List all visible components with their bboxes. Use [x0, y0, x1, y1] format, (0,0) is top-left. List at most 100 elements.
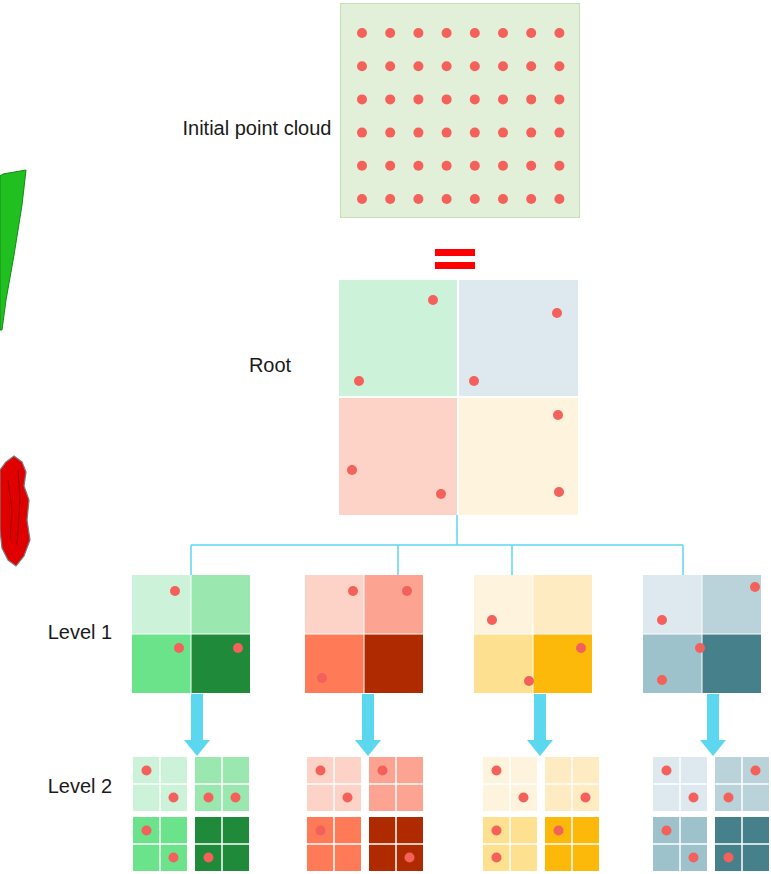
point — [405, 853, 415, 863]
point-cloud-box: Initial point cloud — [340, 3, 580, 218]
green-shape — [0, 170, 26, 330]
cell-divider — [653, 843, 707, 845]
sub-cell — [307, 817, 361, 871]
point — [343, 793, 353, 803]
root-quadrants — [339, 280, 578, 515]
sub-cell — [483, 817, 537, 871]
quadrant — [305, 575, 364, 634]
red-shape — [0, 456, 30, 566]
quadrant — [459, 280, 578, 396]
level1-cell — [643, 575, 761, 693]
cell-divider — [195, 843, 249, 845]
level2-cell — [653, 757, 707, 811]
level-label: Level 2 — [48, 774, 113, 798]
point — [354, 376, 364, 386]
point — [413, 94, 423, 104]
point — [348, 586, 358, 596]
cell-divider — [483, 783, 537, 785]
quadrant — [459, 398, 578, 515]
point — [170, 586, 180, 596]
level2-cell — [195, 757, 249, 811]
sub-cell — [195, 757, 249, 811]
down-arrow — [700, 694, 726, 756]
tree-line — [511, 545, 513, 575]
point — [526, 194, 536, 204]
point — [385, 94, 395, 104]
level2-cell — [483, 817, 537, 871]
cloud-points — [357, 28, 564, 204]
quadrant — [474, 635, 533, 694]
point — [436, 489, 446, 499]
tree-line — [191, 544, 683, 546]
point — [385, 128, 395, 138]
down-arrow — [355, 694, 381, 756]
level2-cell — [369, 757, 423, 811]
point — [316, 826, 326, 836]
cell-divider — [653, 783, 707, 785]
quadrant — [132, 635, 191, 694]
quadrant — [339, 398, 457, 515]
sub-cell — [715, 817, 769, 871]
point — [526, 94, 536, 104]
point — [553, 410, 563, 420]
point — [469, 376, 479, 386]
point — [724, 793, 734, 803]
point — [204, 853, 214, 863]
sub-cell — [195, 817, 249, 871]
point — [526, 28, 536, 38]
equals-bar — [435, 262, 475, 269]
point — [378, 766, 388, 776]
tree-line — [682, 545, 684, 575]
point — [442, 194, 452, 204]
sub-cell — [545, 757, 599, 811]
point — [554, 128, 564, 138]
point — [470, 61, 480, 71]
sub-cell — [653, 817, 707, 871]
point — [662, 766, 672, 776]
point — [385, 61, 395, 71]
level2-cell — [653, 817, 707, 871]
cell-divider — [307, 783, 361, 785]
point — [724, 853, 734, 863]
cell-divider — [133, 843, 187, 845]
point — [526, 161, 536, 171]
point — [519, 793, 529, 803]
point — [487, 615, 497, 625]
sub-cell — [369, 817, 423, 871]
point — [385, 194, 395, 204]
cell-divider — [369, 843, 423, 845]
root-points — [347, 295, 564, 499]
point — [554, 61, 564, 71]
point — [233, 643, 243, 653]
red-shape-detail — [8, 470, 20, 545]
quadrant — [643, 635, 702, 694]
point — [317, 673, 327, 683]
sub-cell — [369, 757, 423, 811]
point — [526, 61, 536, 71]
point — [657, 675, 667, 685]
point — [470, 161, 480, 171]
cell-divider — [715, 843, 769, 845]
level2-cell — [133, 757, 187, 811]
point — [174, 643, 184, 653]
tree-line — [190, 545, 192, 575]
point — [385, 28, 395, 38]
point — [357, 94, 367, 104]
quadrant — [192, 575, 251, 634]
cloud-ground — [340, 3, 580, 218]
level2-cell — [307, 817, 361, 871]
level2-cell — [715, 817, 769, 871]
root-box: Root — [339, 280, 578, 515]
point — [385, 161, 395, 171]
node-heading: Initial point cloud — [182, 116, 332, 140]
quadrant — [365, 575, 424, 634]
quadrant — [339, 280, 457, 396]
point — [413, 161, 423, 171]
level2-cell — [483, 757, 537, 811]
point — [751, 766, 761, 776]
point — [142, 826, 152, 836]
point — [428, 295, 438, 305]
point — [526, 128, 536, 138]
